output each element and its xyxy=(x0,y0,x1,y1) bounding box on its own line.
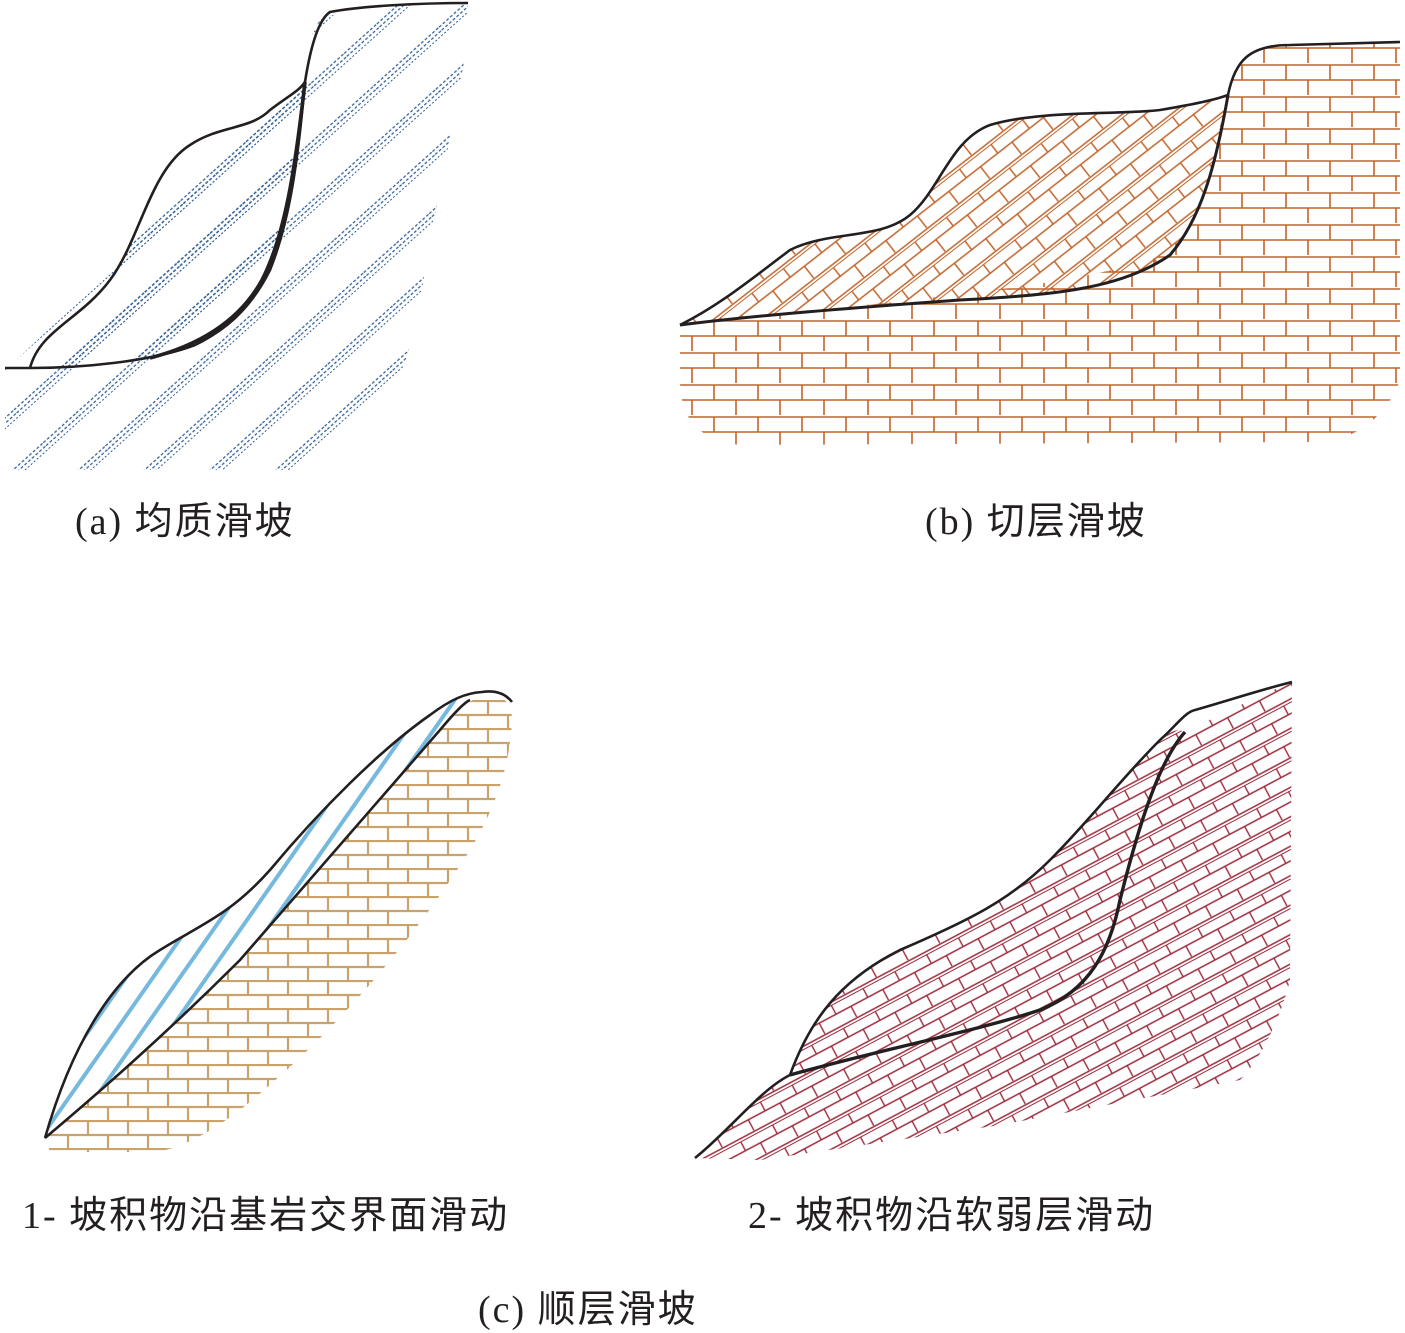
diagram-colluvium-bedrock-interface xyxy=(43,690,514,1152)
homogeneous-slip-surface xyxy=(149,81,307,360)
diagram-colluvium-weak-layer xyxy=(694,680,1293,1160)
cut-layer-slip-surface xyxy=(679,94,1230,327)
c1-interface xyxy=(44,698,471,1139)
c1-slope-profile xyxy=(43,690,514,1139)
caption-c2: 2- 坡积物沿软弱层滑动 xyxy=(748,1195,1156,1237)
homogeneous-sliding-mass xyxy=(30,82,305,368)
caption-a: (a) 均质滑坡 xyxy=(75,501,295,543)
c2-bedrock xyxy=(695,682,1292,1160)
c1-bedrock xyxy=(45,694,512,1152)
cut-layer-sliding-block xyxy=(680,95,1228,325)
caption-c1: 1- 坡积物沿基岩交界面滑动 xyxy=(22,1195,510,1237)
caption-b: (b) 切层滑坡 xyxy=(925,501,1147,543)
c2-sliding-mass xyxy=(790,730,1185,1075)
c2-weak-layer xyxy=(789,730,1187,1077)
caption-c: (c) 顺层滑坡 xyxy=(478,1289,698,1331)
diagram-cut-layer-landslide xyxy=(679,40,1401,445)
diagram-homogeneous-landslide xyxy=(5,1,469,471)
c1-colluvium xyxy=(45,693,482,1138)
homogeneous-slope-profile xyxy=(28,81,307,369)
